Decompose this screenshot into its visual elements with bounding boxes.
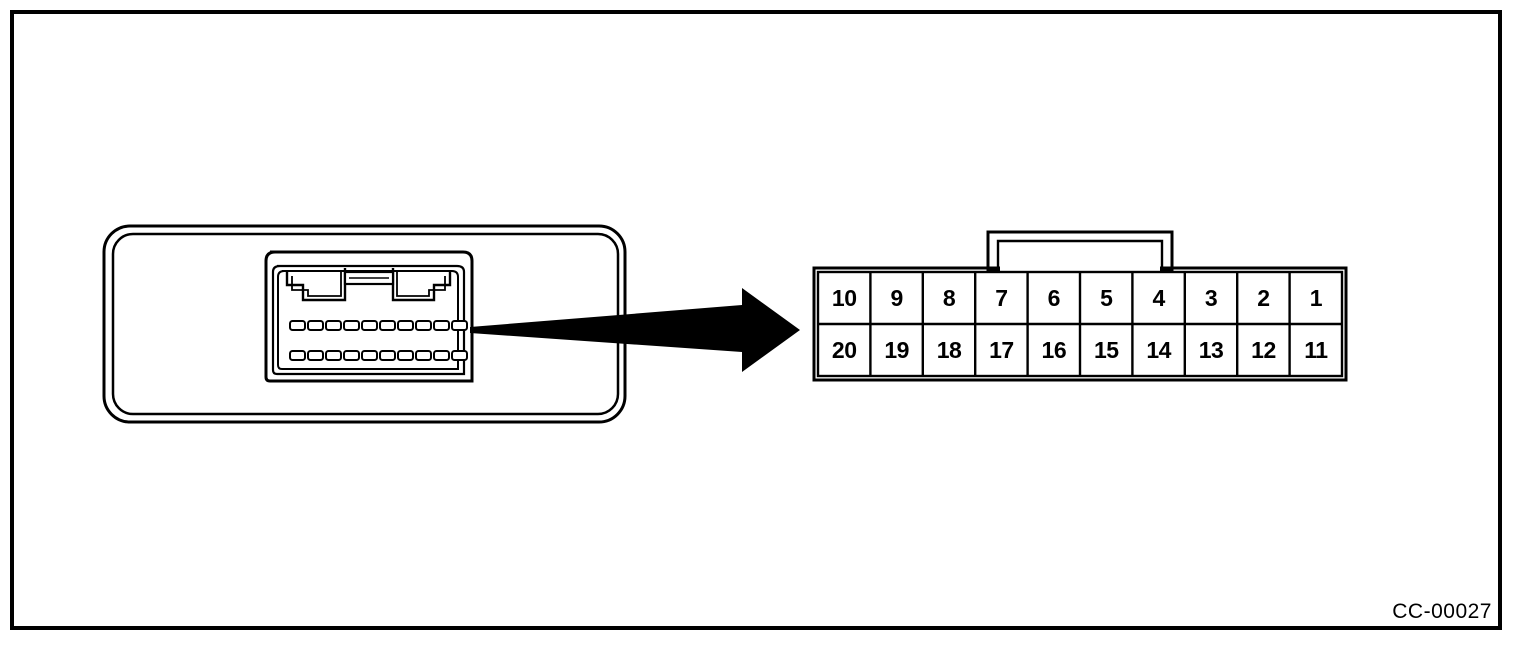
connector-latch-notch-right [391,268,452,302]
pin-cell-3: 3 [1204,284,1218,311]
terminal-slot-row-bottom [289,350,468,361]
terminal-slot [289,320,306,331]
pin-cell-10: 10 [831,284,857,311]
figure-caption: CC-00027 [1392,600,1492,623]
callout-arrow [470,288,800,372]
page-frame-border [10,10,1502,630]
terminal-slot [397,350,414,361]
pin-cell-8: 8 [942,284,956,311]
pin-cell-5: 5 [1100,284,1113,311]
terminal-slot [433,350,450,361]
pin-cell-9: 9 [890,284,903,311]
connector-outer-body [264,250,474,383]
module-connector-port [264,250,474,383]
pin-cell-1: 1 [1309,284,1323,311]
terminal-slot [307,350,324,361]
pinout-number-grid: 10 9 8 7 6 5 4 3 2 1 20 19 18 17 16 15 1… [818,272,1342,376]
terminal-slot [379,320,396,331]
pin-cell-12: 12 [1251,336,1276,363]
connector-pinout-view [812,230,1348,382]
pin-cell-19: 19 [884,336,909,363]
terminal-slot [397,320,414,331]
terminal-slot [325,320,342,331]
connector-inner-ring-2 [277,270,459,370]
connector-latch-notch-left [285,268,347,302]
connector-latch-notch-left-inner [291,272,342,297]
terminal-slot [343,320,360,331]
terminal-slot [433,320,450,331]
connector-inner-ring-1 [271,264,466,376]
pin-cell-15: 15 [1093,336,1119,363]
pin-cell-4: 4 [1152,284,1165,311]
terminal-slot [415,350,432,361]
terminal-slot [289,350,306,361]
terminal-slot [379,350,396,361]
terminal-slot [307,320,324,331]
pinout-tab-shell-joint [1000,266,1160,271]
pinout-row-bottom: 20 19 18 17 16 15 14 13 12 11 [818,324,1342,376]
pinout-latch-tab-inner [996,239,1164,272]
terminal-slot [325,350,342,361]
connector-latch-notch-right-inner [396,272,446,297]
pin-cell-13: 13 [1198,336,1224,363]
terminal-slot [451,350,468,361]
pin-cell-6: 6 [1047,284,1061,311]
terminal-slot [415,320,432,331]
pin-cell-2: 2 [1257,284,1270,311]
terminal-slot [361,320,378,331]
pin-cell-18: 18 [936,336,962,363]
pin-cell-16: 16 [1041,336,1067,363]
terminal-slot [451,320,468,331]
pinout-row-top: 10 9 8 7 6 5 4 3 2 1 [818,272,1342,324]
pin-cell-20: 20 [831,336,857,363]
callout-arrow-shape [470,288,800,372]
pin-cell-11: 11 [1304,336,1328,363]
terminal-slot [361,350,378,361]
terminal-slot-row-top [289,320,468,331]
terminal-slot [343,350,360,361]
pin-cell-14: 14 [1146,336,1171,363]
pin-cell-17: 17 [989,336,1014,363]
pin-cell-7: 7 [995,284,1008,311]
